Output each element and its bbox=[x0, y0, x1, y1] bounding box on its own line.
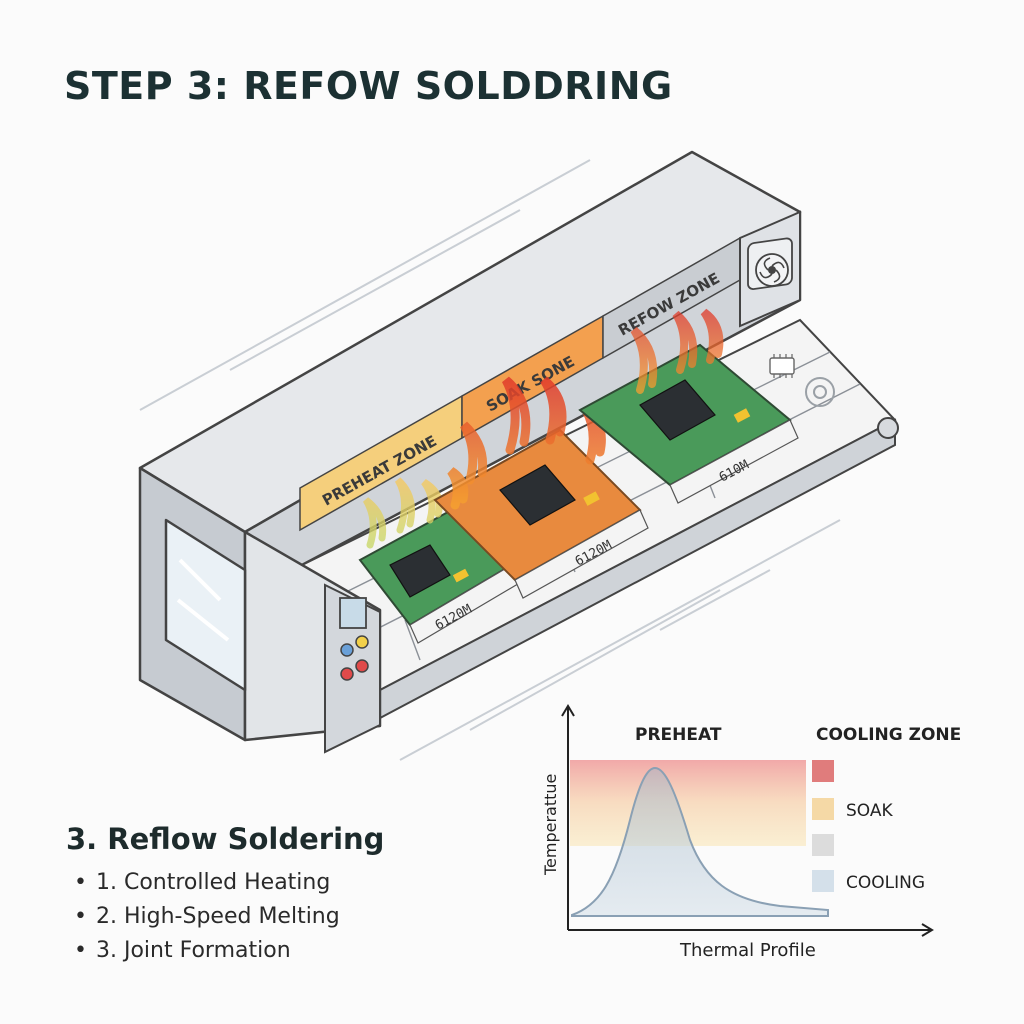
step-item: 1. Controlled Heating bbox=[66, 866, 384, 900]
motion-lines bbox=[139, 159, 841, 761]
steps-panel: 3. Reflow Soldering 1. Controlled Heatin… bbox=[66, 822, 384, 968]
step-item: 2. High-Speed Melting bbox=[66, 900, 384, 934]
chart-legend: COOLING ZONE SOAK COOLING bbox=[812, 725, 961, 893]
legend-swatch-1 bbox=[812, 798, 834, 820]
pcb-board-reflow: 610M bbox=[578, 308, 799, 504]
legend-swatch-2 bbox=[812, 834, 834, 856]
conveyor-roller bbox=[877, 417, 899, 439]
chart-y-label: Temperattue bbox=[541, 774, 560, 876]
chart-top-label: PREHEAT bbox=[635, 725, 722, 745]
chart-x-label: Thermal Profile bbox=[679, 940, 816, 961]
step-item: 3. Joint Formation bbox=[66, 934, 384, 968]
legend-swatch-0 bbox=[812, 760, 834, 782]
oven-window bbox=[164, 518, 247, 692]
oven-end-plate bbox=[739, 210, 801, 328]
target-icon bbox=[805, 377, 835, 407]
control-button-blue[interactable] bbox=[340, 643, 354, 657]
fan-icon bbox=[755, 253, 789, 287]
pcb-board-soak: 6120M bbox=[433, 376, 649, 599]
legend-label-1: SOAK bbox=[846, 801, 894, 821]
thermal-profile-chart: PREHEAT Temperattue Thermal Profile COOL… bbox=[541, 704, 961, 961]
control-button-red[interactable] bbox=[340, 667, 354, 681]
legend-label-3: COOLING bbox=[846, 873, 925, 893]
legend-swatch-3 bbox=[812, 870, 834, 892]
steps-heading: 3. Reflow Soldering bbox=[66, 822, 385, 856]
page-title: STEP 3: REFOW SOLDDRING bbox=[64, 64, 673, 108]
chip-icon bbox=[769, 354, 795, 378]
control-button-yellow[interactable] bbox=[355, 635, 369, 649]
legend-label-0: COOLING ZONE bbox=[816, 725, 961, 745]
oven-front-chassis bbox=[138, 466, 382, 754]
control-display bbox=[339, 597, 367, 629]
thermal-curve bbox=[571, 766, 829, 917]
control-button-red-2[interactable] bbox=[355, 659, 369, 673]
steps-list: 1. Controlled Heating 2. High-Speed Melt… bbox=[66, 866, 384, 968]
